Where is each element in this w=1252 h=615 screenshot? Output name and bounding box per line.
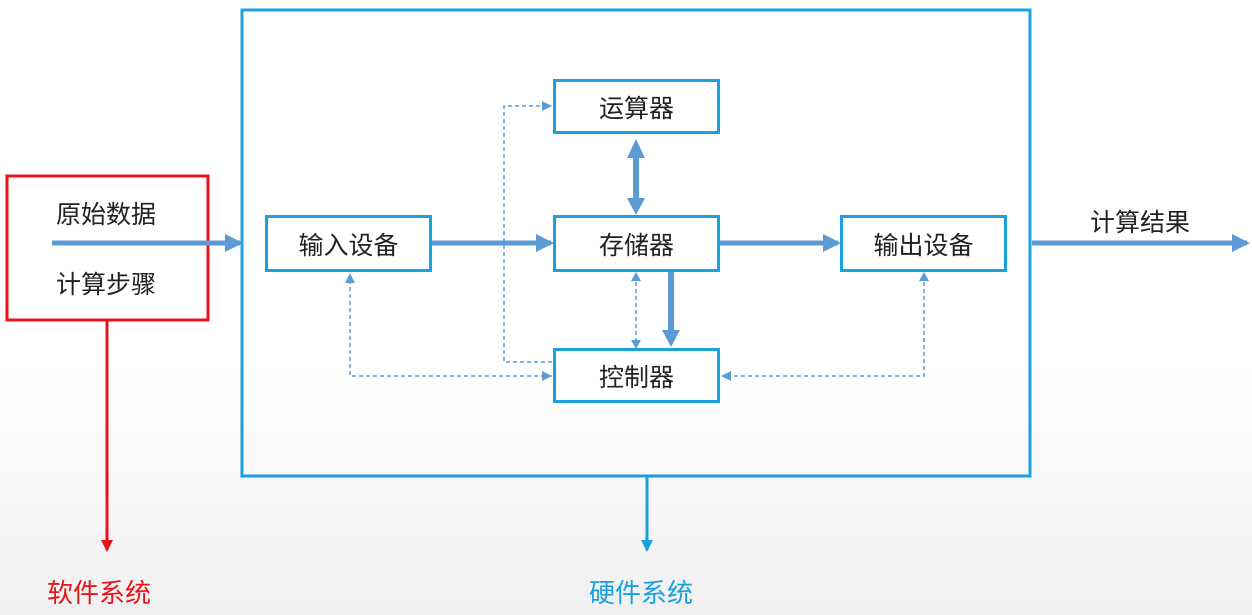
dashed-arrowhead-control-right (721, 371, 731, 381)
arrowhead-alu (627, 139, 645, 158)
alu-box: 运算器 (553, 79, 720, 134)
arrowhead-control (662, 330, 680, 347)
memory-box: 存储器 (553, 215, 720, 272)
control-signals (345, 101, 925, 377)
hardware-system-label: 硬件系统 (589, 579, 694, 609)
dashed-arrowhead-control-left (542, 371, 552, 381)
result-label: 计算结果 (1090, 208, 1191, 237)
output-device-box: 输出设备 (840, 215, 1007, 272)
control-box: 控制器 (553, 348, 720, 403)
software-system-label: 软件系统 (47, 579, 152, 609)
input-device-box: 输入设备 (265, 215, 432, 272)
software-item-raw-data: 原始数据 (56, 200, 157, 229)
arrowhead-memory (627, 198, 645, 215)
dashed-arrowhead-output (919, 272, 929, 281)
dashed-arrowhead-memory-up (631, 272, 641, 281)
dashed-arrowhead-memory-down (631, 340, 641, 349)
software-item-steps: 计算步骤 (56, 270, 157, 299)
